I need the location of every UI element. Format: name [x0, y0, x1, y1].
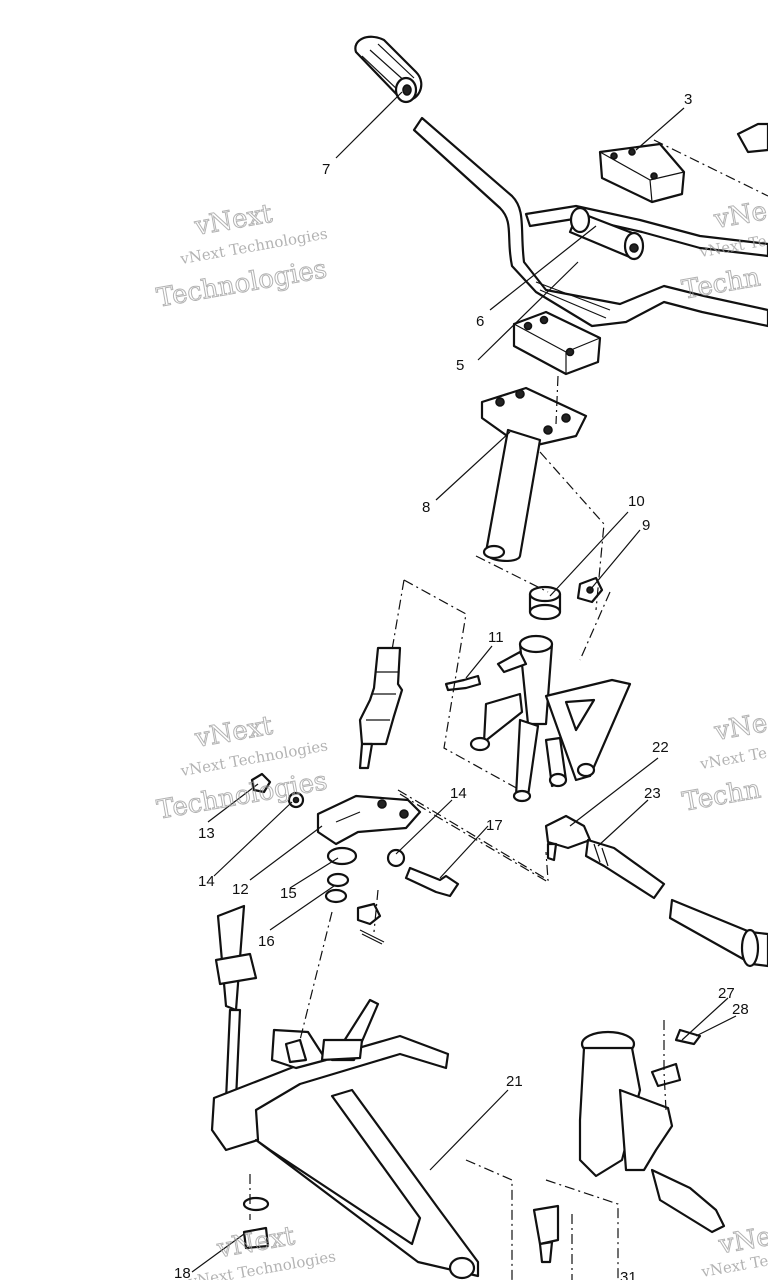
callout-8: 8 [422, 499, 430, 516]
watermark-line2-cut: vNext Te [698, 744, 768, 774]
watermark-line3-cut: Techn [680, 262, 763, 305]
callout-27: 27 [718, 985, 735, 1002]
callout-22: 22 [652, 739, 669, 756]
callout-10: 10 [628, 493, 645, 510]
callout-31: 31 [620, 1269, 637, 1280]
watermark-mid-right: vNe vNext Te Techn [680, 708, 768, 818]
callout-5: 5 [456, 357, 464, 374]
part-13-nut [250, 772, 272, 794]
callout-23: 23 [644, 785, 661, 802]
watermark-line1-cut: vNe [711, 196, 768, 235]
part-14-washer-right [386, 848, 406, 868]
callout-6: 6 [476, 313, 484, 330]
callout-labels: 3 7 6 5 8 10 9 11 22 23 14 17 13 14 12 1… [174, 91, 749, 1280]
watermark-top-right: vNe vNext Te Techn [679, 196, 768, 306]
watermark-bottom-right: vNe vNext Te [699, 1221, 768, 1280]
callout-9: 9 [642, 517, 650, 534]
watermark-top-left: vNext vNext Technologies Technologies [154, 198, 330, 314]
part-18-bolt [242, 1196, 270, 1250]
callout-3: 3 [684, 91, 692, 108]
part-31-bolt [532, 1204, 560, 1264]
castle-nut-and-pin [356, 902, 385, 945]
callout-28: 28 [732, 1001, 749, 1018]
part-6-center-pad [568, 206, 645, 261]
part-22-tie-rod-end [544, 814, 592, 862]
part-12-pitman-arm [316, 794, 422, 846]
watermark-line1-cut: vNe [711, 708, 768, 747]
callout-18: 18 [174, 1265, 191, 1280]
callout-15: 15 [280, 885, 297, 902]
callout-11: 11 [488, 629, 504, 646]
callout-7: 7 [322, 161, 330, 178]
steering-shaft [358, 646, 404, 770]
part-8-riser [480, 386, 588, 562]
watermark-bottom-left: vNext vNext Technologies [186, 1221, 337, 1280]
part-10-bushing [528, 585, 562, 621]
callout-16: 16 [258, 933, 275, 950]
part-23-tie-rod [584, 838, 768, 968]
part-21-a-arm [210, 904, 480, 1280]
spindle-knuckle [578, 1028, 726, 1234]
callout-leader-lines [191, 91, 737, 1273]
callout-14-top: 14 [450, 785, 467, 802]
part-7-grip [354, 35, 423, 104]
callout-21: 21 [506, 1073, 523, 1090]
part-15-washer [324, 846, 358, 904]
part-17-bolt [404, 866, 460, 898]
watermark-mid-left: vNext vNext Technologies Technologies [154, 710, 330, 826]
part-3-top-clamp [598, 142, 686, 204]
callout-14-left: 14 [198, 873, 215, 890]
steering-head [469, 634, 632, 803]
callout-17: 17 [486, 817, 503, 834]
callout-13: 13 [198, 825, 215, 842]
watermark-line3-cut: Techn [680, 774, 763, 817]
part-5-lower-clamp [512, 310, 602, 376]
callout-12: 12 [232, 881, 249, 898]
part-14-washer-left [287, 791, 305, 809]
part-11-bolt [444, 674, 482, 692]
